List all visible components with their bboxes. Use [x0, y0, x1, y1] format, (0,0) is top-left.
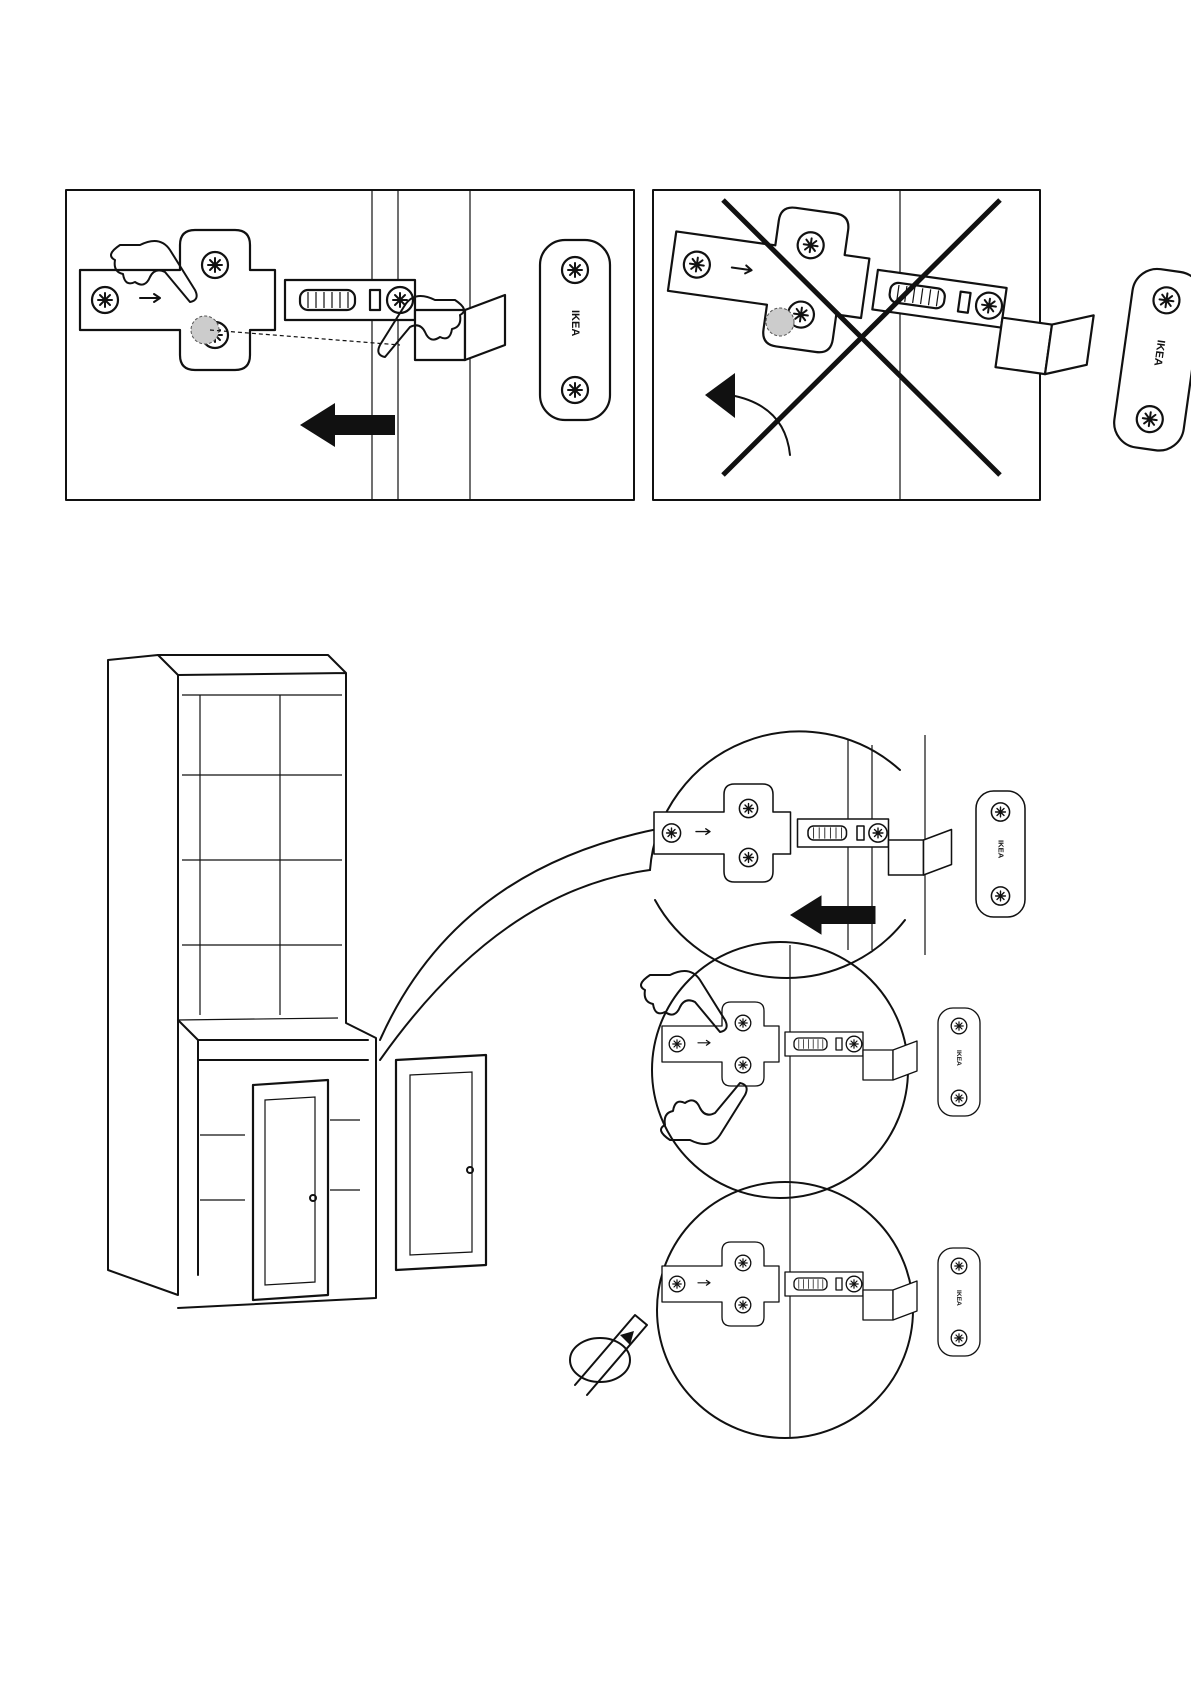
hand-icon	[641, 971, 727, 1032]
detail-slide	[650, 731, 1025, 978]
hinge-icon	[655, 192, 1191, 454]
arrow-left-icon	[300, 403, 395, 447]
arrow-left-icon	[790, 895, 876, 935]
curved-arrow-icon	[730, 395, 790, 455]
detail-click	[641, 942, 980, 1198]
hand-icon	[661, 1083, 747, 1144]
door-icon	[253, 1055, 486, 1300]
hinge-icon	[80, 230, 610, 420]
detail-tighten	[570, 1182, 980, 1438]
panel-hinge-slide	[66, 190, 634, 500]
panel-hinge-wrong	[653, 190, 1191, 500]
cabinet-icon	[108, 655, 376, 1308]
rotate-arrow-icon	[570, 1338, 630, 1382]
screwdriver-icon	[575, 1315, 647, 1395]
